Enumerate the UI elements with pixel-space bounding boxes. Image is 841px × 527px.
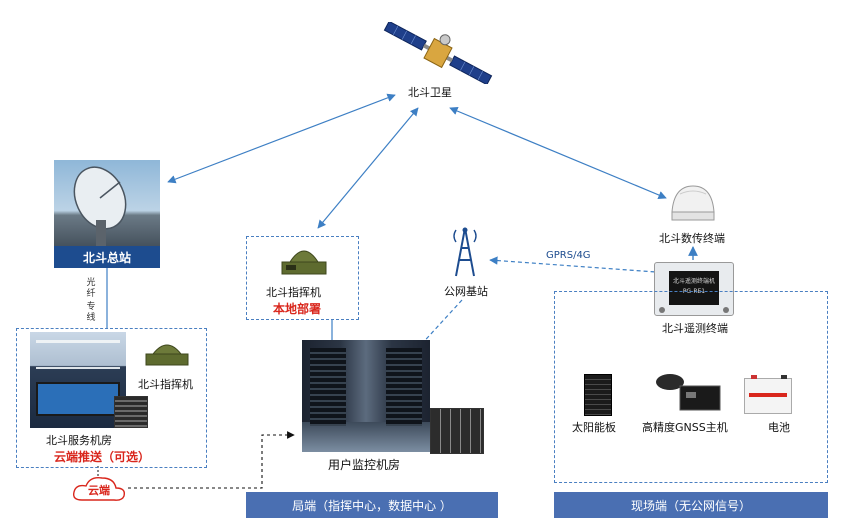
connector-right bbox=[723, 307, 729, 313]
user-room-photo bbox=[302, 340, 430, 452]
satellite-dish-icon bbox=[73, 166, 127, 248]
service-room-label: 北斗服务机房 bbox=[46, 434, 112, 447]
cloud-label: 云端 bbox=[88, 484, 110, 497]
user-room-label: 用户监控机房 bbox=[328, 458, 401, 472]
data-terminal-label: 北斗数传终端 bbox=[659, 232, 725, 245]
headquarters-label-bar: 北斗总站 bbox=[54, 246, 160, 268]
telemetry-device-text: 北斗遥测终端机 bbox=[672, 278, 715, 285]
field-box bbox=[554, 291, 828, 483]
satellite-icon bbox=[378, 20, 498, 86]
connector-left bbox=[659, 307, 665, 313]
headquarters-label: 北斗总站 bbox=[82, 250, 131, 265]
solar-panel-icon bbox=[584, 374, 612, 416]
satellite-label: 北斗卫星 bbox=[408, 86, 452, 99]
footer-field: 现场端（无公网信号） bbox=[554, 492, 828, 518]
server-aisle-floor bbox=[302, 422, 430, 452]
fiber-label-bottom: 专线 bbox=[86, 302, 96, 323]
data-terminal-icon bbox=[668, 182, 718, 226]
cloud-icon bbox=[70, 474, 128, 504]
footer-field-label: 现场端（无公网信号） bbox=[630, 498, 751, 513]
local-deploy-label: 本地部署 bbox=[273, 302, 322, 316]
gnss-label: 高精度GNSS主机 bbox=[642, 421, 728, 434]
server-row-left bbox=[310, 348, 346, 426]
battery-terminal-left bbox=[751, 375, 757, 379]
battery-stripe bbox=[749, 393, 787, 397]
server-rack-icon bbox=[114, 396, 148, 428]
telemetry-device: 北斗遥测终端机 PG-RE1 bbox=[654, 262, 734, 316]
link-gprs bbox=[489, 256, 657, 273]
link-satellite-command bbox=[317, 107, 419, 229]
server-rack-icon-2 bbox=[430, 408, 484, 454]
battery-terminal-right bbox=[781, 375, 787, 379]
battery-icon bbox=[744, 375, 792, 414]
command-local-label: 北斗指挥机 bbox=[266, 286, 321, 299]
command-machine-icon-2 bbox=[143, 336, 191, 370]
command-local-box bbox=[246, 236, 359, 320]
fiber-label-top: 光纤 bbox=[86, 278, 96, 299]
battery-label: 电池 bbox=[768, 421, 790, 434]
footer-local: 局端（指挥中心，数据中心 ） bbox=[246, 492, 498, 518]
gnss-device-icon bbox=[650, 368, 724, 414]
service-room-box bbox=[16, 328, 207, 468]
canopy-structure bbox=[36, 340, 120, 369]
footer-local-label: 局端（指挥中心，数据中心 ） bbox=[292, 498, 452, 513]
telemetry-label: 北斗遥测终端 bbox=[662, 322, 728, 335]
service-command-label: 北斗指挥机 bbox=[138, 378, 193, 391]
headquarters-photo bbox=[54, 160, 160, 252]
server-row-right bbox=[386, 348, 422, 426]
gprs-label: GPRS/4G bbox=[546, 250, 591, 261]
monitor-wall bbox=[36, 382, 120, 416]
link-cloud-userroom bbox=[128, 431, 295, 489]
service-room-photo bbox=[30, 332, 126, 428]
command-machine-icon bbox=[278, 240, 330, 280]
cell-tower-icon bbox=[450, 224, 480, 278]
solar-label: 太阳能板 bbox=[572, 421, 616, 434]
cloud-push-label: 云端推送（可选） bbox=[54, 450, 151, 464]
link-satellite-headquarters bbox=[167, 93, 396, 184]
base-station-label: 公网基站 bbox=[444, 285, 488, 298]
link-basestation-userroom bbox=[417, 299, 463, 349]
link-satellite-terminal bbox=[449, 107, 667, 199]
